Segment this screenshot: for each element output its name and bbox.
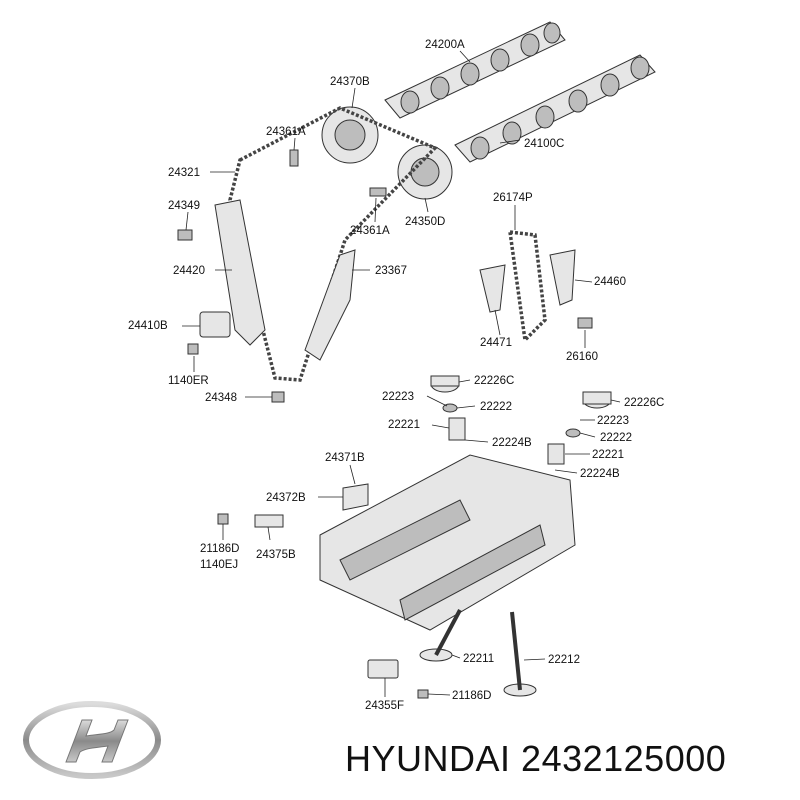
label-24321: 24321 bbox=[168, 167, 200, 179]
label-24361A-top: 24361A bbox=[266, 126, 306, 138]
part-number: 2432125000 bbox=[521, 738, 727, 779]
chain-guide-left bbox=[214, 199, 266, 346]
cam-sprocket-intake bbox=[321, 106, 379, 164]
label-22222-left: 22222 bbox=[480, 401, 512, 413]
label-24361A-mid: 24361A bbox=[350, 225, 390, 237]
bolt-24348 bbox=[271, 391, 285, 403]
plug-21186D bbox=[217, 513, 229, 525]
label-24460: 24460 bbox=[594, 276, 626, 288]
label-22223-right: 22223 bbox=[597, 415, 629, 427]
label-24420: 24420 bbox=[173, 265, 205, 277]
label-26160: 26160 bbox=[566, 351, 598, 363]
oil-valve-24375B bbox=[254, 514, 284, 528]
label-1140EJ: 1140EJ bbox=[200, 559, 238, 571]
oil-pump-chain bbox=[507, 229, 547, 344]
spring-right bbox=[547, 443, 565, 465]
ocv-24355F bbox=[367, 659, 399, 679]
chain-tensioner bbox=[199, 311, 231, 338]
oil-pump-chain-guide bbox=[479, 264, 506, 313]
camshaft-exhaust bbox=[454, 54, 656, 163]
bolt-24361A-mid bbox=[369, 187, 387, 197]
bolt-1140ER bbox=[187, 343, 199, 355]
label-1140ER: 1140ER bbox=[168, 375, 209, 387]
oil-pump-tensioner bbox=[549, 249, 576, 306]
spring-left bbox=[448, 417, 466, 441]
hyundai-logo-icon bbox=[23, 701, 161, 779]
label-24355F: 24355F bbox=[365, 700, 404, 712]
bolt-24349 bbox=[177, 229, 193, 241]
bolt-26160 bbox=[577, 317, 593, 329]
label-24200A: 24200A bbox=[425, 39, 465, 51]
brand-caption: HYUNDAI 2432125000 bbox=[345, 738, 726, 780]
cam-cap-24371B bbox=[342, 483, 369, 511]
label-22212: 22212 bbox=[548, 654, 580, 666]
label-22223-left: 22223 bbox=[382, 391, 414, 403]
label-24471: 24471 bbox=[480, 337, 512, 349]
label-22221-left: 22221 bbox=[388, 419, 420, 431]
label-24348: 24348 bbox=[205, 392, 237, 404]
chain-guide-right bbox=[304, 249, 356, 361]
label-24372B: 24372B bbox=[266, 492, 306, 504]
label-24349: 24349 bbox=[168, 200, 200, 212]
cylinder-head bbox=[319, 454, 576, 631]
cam-sprocket-exhaust bbox=[397, 144, 453, 200]
label-24350D: 24350D bbox=[405, 216, 445, 228]
bolt-24361A-top bbox=[289, 149, 299, 167]
label-24371B: 24371B bbox=[325, 452, 365, 464]
label-21186D-left: 21186D bbox=[200, 543, 239, 555]
label-24370B: 24370B bbox=[330, 76, 370, 88]
label-22224B-left: 22224B bbox=[492, 437, 532, 449]
plug-21186D-bottom bbox=[417, 689, 429, 699]
label-24410B: 24410B bbox=[128, 320, 168, 332]
label-22211: 22211 bbox=[463, 653, 494, 665]
brand-name: HYUNDAI bbox=[345, 738, 511, 779]
label-24100C: 24100C bbox=[524, 138, 564, 150]
label-22224B-right: 22224B bbox=[580, 468, 620, 480]
retainer-right bbox=[565, 428, 581, 438]
label-21186D-bottom: 21186D bbox=[452, 690, 491, 702]
label-26174P: 26174P bbox=[493, 192, 533, 204]
camshaft-intake bbox=[384, 21, 566, 119]
label-22222-right: 22222 bbox=[600, 432, 632, 444]
label-23367: 23367 bbox=[375, 265, 407, 277]
label-22226C-right: 22226C bbox=[624, 397, 664, 409]
label-22226C-left: 22226C bbox=[474, 375, 514, 387]
label-24375B: 24375B bbox=[256, 549, 296, 561]
label-22221-right: 22221 bbox=[592, 449, 624, 461]
